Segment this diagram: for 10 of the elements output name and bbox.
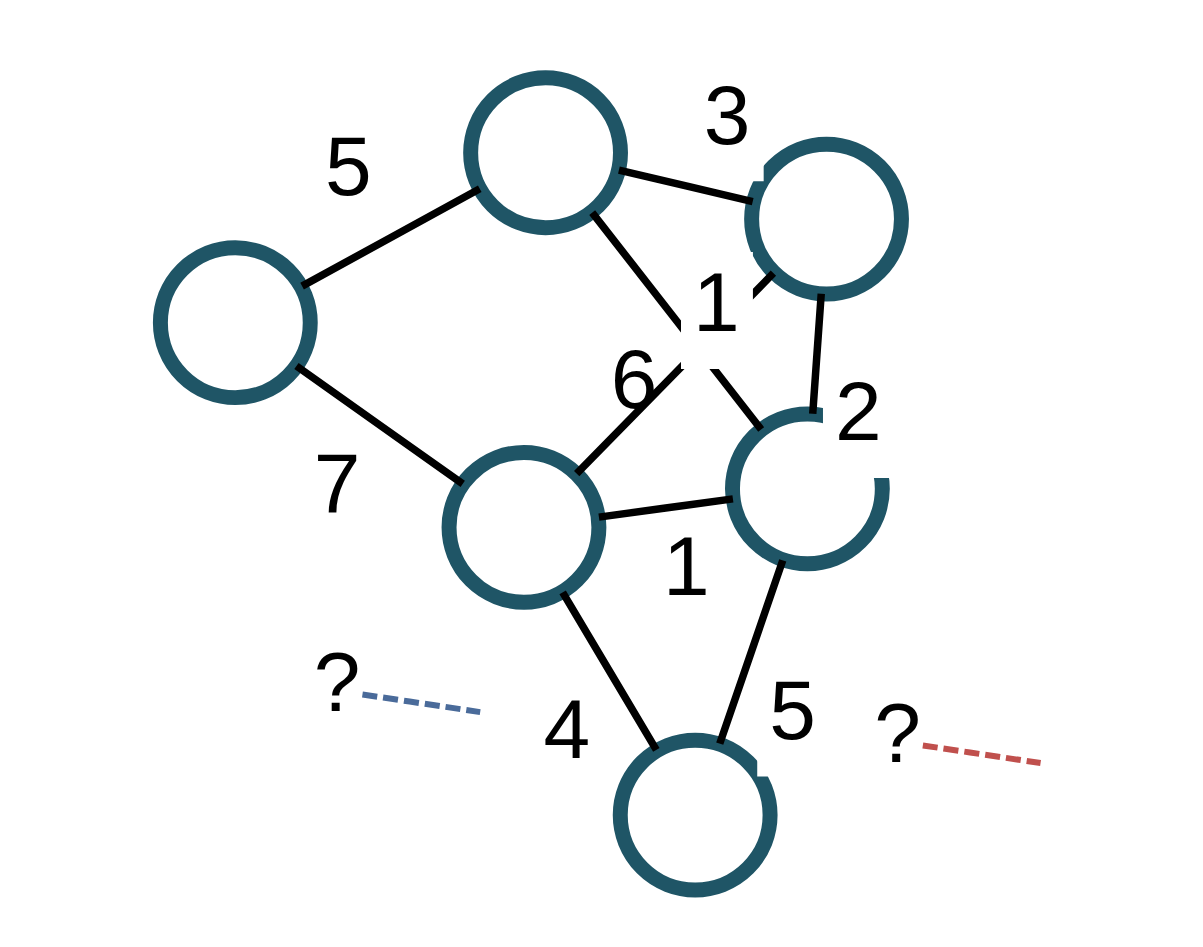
edge-label: 3 [703,67,750,162]
edge-label: 5 [324,119,372,214]
edge-label: 1 [662,518,710,613]
edge-label: 4 [543,681,590,776]
edge-label: 7 [313,435,360,530]
edge-label: 1 [692,255,740,350]
edge-label: 5 [768,662,816,757]
node-text: ? [873,686,921,781]
node-text: ? [313,635,361,730]
edge-label: 2 [834,364,882,459]
